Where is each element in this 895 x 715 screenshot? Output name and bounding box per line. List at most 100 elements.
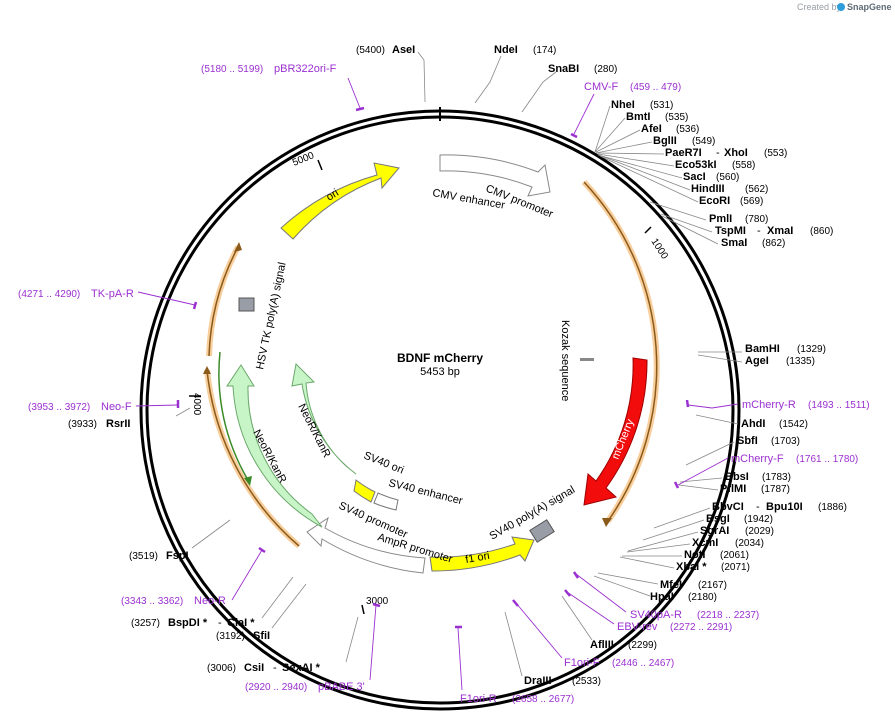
sv40-enhancer-box[interactable] (373, 492, 399, 511)
site-afliii[interactable]: AflIII (2299) (590, 639, 657, 651)
site-xbai[interactable]: XbaI * (2071) (676, 561, 750, 573)
site-noti[interactable]: NotI (2061) (684, 549, 749, 561)
site-paer7i[interactable]: PaeR7I - XhoI (553) (665, 147, 787, 159)
leader-smai (661, 215, 719, 245)
sv40-ori-box[interactable] (353, 479, 376, 503)
site-asei-name: AseI (392, 44, 415, 56)
leader-rsrii (175, 407, 191, 417)
primer-pbabe-3[interactable]: (2920 .. 2940) pBABE 3' (245, 681, 365, 693)
primer-line-ebvrev (566, 591, 615, 625)
hsv-tk-polya-box[interactable] (238, 297, 255, 312)
site-sfii[interactable]: (3192) SfiI (216, 630, 270, 642)
site-sfii-position: (3192) (216, 631, 245, 642)
primer-mark-mcherryf (673, 481, 680, 489)
site-afei[interactable]: AfeI (536) (641, 123, 699, 135)
primer-mcherryr-range: (1493 .. 1511) (808, 400, 870, 411)
site-smai-position: (862) (762, 238, 785, 249)
site-sgrai[interactable]: SgrAI (2029) (700, 525, 774, 537)
primer-ebvrev-range: (2272 .. 2291) (670, 622, 732, 633)
primer-mark-mcherryr (685, 399, 690, 408)
site-asei-position: (5400) (356, 45, 385, 56)
orf-arcs (203, 179, 660, 549)
site-csii[interactable]: (3006) CsiI - SexAI * (207, 662, 321, 674)
site-bbvci-position: (1886) (818, 502, 847, 513)
primer-ebv-rev[interactable]: EBV-rev (2272 .. 2291) (617, 621, 732, 633)
site-asei[interactable]: (5400) AseI (356, 44, 415, 56)
cmv-arrow[interactable] (439, 154, 551, 197)
site-eco53ki[interactable]: Eco53kI (558) (675, 159, 755, 171)
leader-tspmi (660, 213, 713, 233)
site-sbfi[interactable]: SbfI (1703) (737, 435, 800, 447)
site-smai[interactable]: SmaI (862) (721, 237, 785, 249)
kozak-label: Kozak sequence (559, 320, 571, 401)
site-bbvci-separator: - (756, 501, 760, 513)
site-hpai[interactable]: HpaI (2180) (650, 591, 717, 603)
neor-outer-arrow[interactable] (226, 364, 323, 528)
primer-neof-range: (3953 .. 3972) (28, 402, 90, 413)
site-hindiii[interactable]: HindIII (562) (691, 183, 768, 195)
site-bamhi-name: BamHI (745, 343, 780, 355)
primer-mark-tkpar (192, 301, 198, 310)
neor-inner-arrow[interactable] (291, 362, 357, 475)
primer-neo-r[interactable]: (3343 .. 3362) Neo-R (121, 595, 226, 607)
site-pflmi[interactable]: PflMI (1787) (720, 483, 790, 495)
orf-arc-left-lower-arrowhead (203, 366, 211, 374)
leader-saci (597, 154, 683, 179)
site-bglii[interactable]: BglII (549) (653, 135, 715, 147)
site-fspi[interactable]: (3519) FspI (129, 550, 189, 562)
site-bmti[interactable]: BmtI (535) (626, 111, 688, 123)
site-saci-position: (560) (716, 172, 739, 183)
primer-line-f1orif (515, 602, 563, 659)
site-draiii[interactable]: DraIII (2533) (524, 675, 601, 687)
site-bbvci[interactable]: BbvCI - Bpu10I (1886) (712, 501, 847, 513)
ori-arrow[interactable] (280, 162, 400, 240)
kozak-marker[interactable] (580, 358, 594, 361)
site-snabi[interactable]: SnaBI (280) (548, 63, 617, 75)
primer-mcherry-f[interactable]: mCherry-F (1761 .. 1780) (731, 453, 858, 465)
site-tspmi[interactable]: TspMI - XmaI (860) (715, 225, 833, 237)
primer-mcherry-r[interactable]: mCherry-R (1493 .. 1511) (742, 399, 870, 411)
snapgene-logo-icon (837, 3, 845, 11)
site-rsrii[interactable]: (3933) RsrII (68, 418, 130, 430)
site-bspdi-position: (3257) (131, 618, 160, 629)
site-afei-position: (536) (676, 124, 699, 135)
f1-ori-arrow[interactable] (429, 536, 535, 572)
site-pmli[interactable]: PmlI (780) (709, 213, 768, 225)
primer-cmv-f[interactable]: CMV-F (459 .. 479) (584, 81, 681, 93)
site-ecori[interactable]: EcoRI (569) (699, 195, 763, 207)
sv40-polya-box[interactable] (529, 519, 555, 543)
primer-tk-pa-r[interactable]: (4271 .. 4290) TK-pA-R (18, 288, 134, 300)
primer-line-neof (135, 404, 179, 407)
primer-cmvf-name: CMV-F (584, 81, 619, 93)
site-mfei[interactable]: MfeI (2167) (660, 579, 727, 591)
site-agei-position: (1335) (786, 356, 815, 367)
leader-nhei (594, 105, 611, 153)
restriction-sites: (5400) AseI NdeI (174) SnaBI (280) NheI … (68, 44, 847, 687)
site-saci[interactable]: SacI (560) (683, 171, 739, 183)
primer-sv40pa-r[interactable]: SV40pA-R (2218 .. 2237) (630, 609, 759, 621)
site-ahdi[interactable]: AhdI (1542) (741, 418, 808, 430)
primer-f1ori-f[interactable]: F1ori-F (2446 .. 2467) (564, 657, 674, 669)
primer-neo-f[interactable]: (3953 .. 3972) Neo-F (28, 401, 132, 413)
leader-eco53ki (597, 153, 675, 167)
site-bspdi[interactable]: (3257) BspDI * - ClaI * (131, 617, 255, 629)
site-bbsi[interactable]: BbsI (1783) (725, 471, 791, 483)
orf-arc-left-lower (206, 369, 300, 547)
site-agei[interactable]: AgeI (1335) (745, 355, 815, 367)
primer-pbr322-name: pBR322ori-F (274, 63, 337, 75)
site-ndei[interactable]: NdeI (174) (494, 44, 556, 56)
site-bamhi[interactable]: BamHI (1329) (745, 343, 826, 355)
site-draiii-position: (2533) (572, 676, 601, 687)
ampr-promoter-arrow[interactable] (306, 516, 426, 574)
site-xcmi[interactable]: XcmI (2034) (692, 537, 764, 549)
primer-f1ori-r[interactable]: F1ori-R (2658 .. 2677) (460, 693, 574, 705)
primer-pbr322ori-f[interactable]: (5180 .. 5199) pBR322ori-F (201, 63, 337, 75)
site-pflmi-name: PflMI (720, 483, 746, 495)
mcherry-arrow[interactable] (583, 357, 648, 506)
primer-mark-neor (258, 546, 266, 554)
site-bsgi-name: BsgI (706, 513, 730, 525)
site-nhei[interactable]: NheI (531) (611, 99, 673, 111)
site-bsgi[interactable]: BsgI (1942) (706, 513, 773, 525)
site-paer7i-position: (553) (764, 148, 787, 159)
site-agei-name: AgeI (745, 355, 769, 367)
